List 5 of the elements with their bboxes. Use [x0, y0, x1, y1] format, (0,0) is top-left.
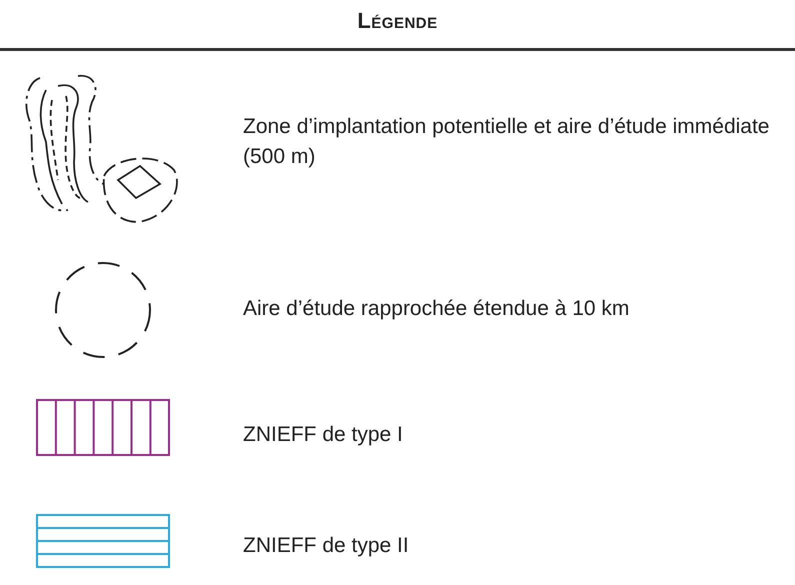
legend-text: Aire d’étude rapprochée étendue à 10 km: [243, 296, 630, 322]
legend-title: Légende: [356, 8, 439, 34]
legend-text: Zone d’implantation potentielle et aire d’étude immédiate (500 m): [243, 114, 770, 170]
legend-text: ZNIEFF de type I: [243, 422, 404, 448]
legend-text: ZNIEFF de type II: [243, 533, 410, 559]
